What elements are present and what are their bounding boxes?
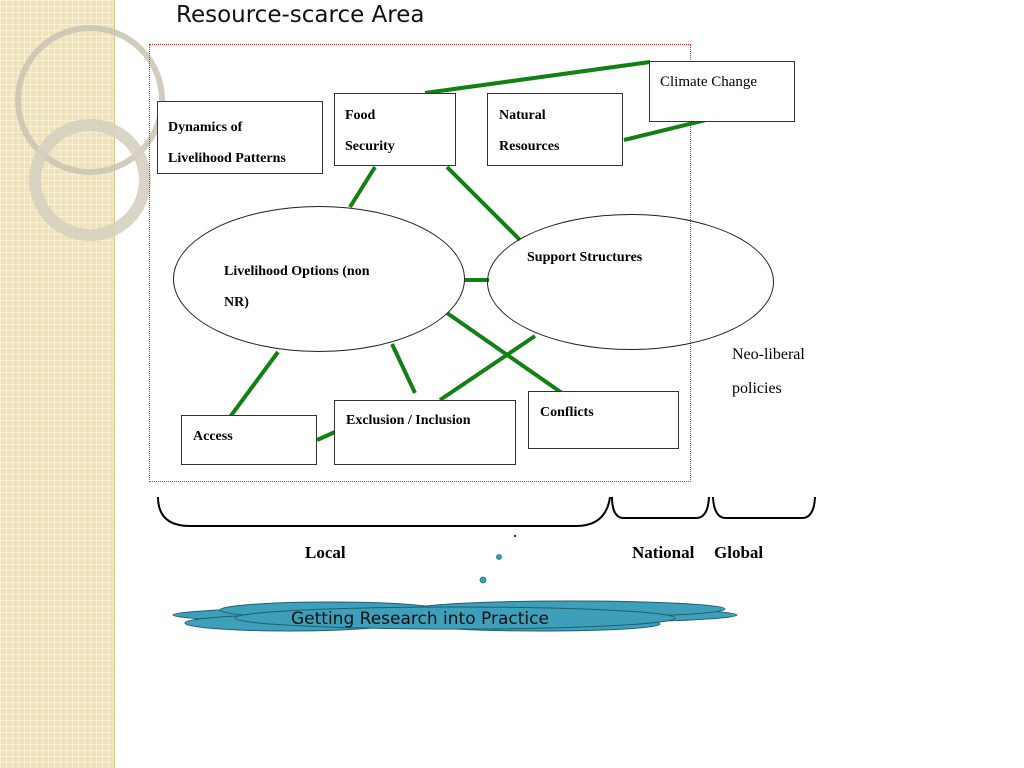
food-security-box: Food Security xyxy=(334,93,456,166)
conflicts-box: Conflicts xyxy=(528,391,679,449)
access-box: Access xyxy=(181,415,317,465)
connector-access-exclusion xyxy=(316,430,336,442)
thought-dot-large xyxy=(479,576,487,584)
exclusion-inclusion-box: Exclusion / Inclusion xyxy=(334,400,516,465)
connector-livelihood-conflicts xyxy=(445,311,564,395)
livelihood-options-label: Livelihood Options (non NR) xyxy=(224,264,370,310)
brace-national xyxy=(611,496,710,519)
connector-support-exclusion xyxy=(438,334,537,402)
natural-resources-box: Natural Resources xyxy=(487,93,623,166)
dynamics-of-livelihood-box: Dynamics of Livelihood Patterns xyxy=(157,101,323,174)
scale-label-local: Local xyxy=(305,543,346,562)
brace-global xyxy=(712,496,816,519)
brace-local xyxy=(157,496,611,527)
support-structures-label: Support Structures xyxy=(527,250,643,265)
connector-food-livelihood xyxy=(348,165,377,209)
research-cloud-shape xyxy=(172,600,738,632)
scale-label-global: Global xyxy=(714,543,764,562)
thought-dot-small xyxy=(513,534,517,538)
scale-label-national: National xyxy=(632,543,695,562)
connector-food-support xyxy=(445,165,522,242)
neo-liberal-policies-note: Neo-liberal policies xyxy=(732,346,805,397)
support-structures-ellipse xyxy=(487,214,774,350)
research-into-practice-text: Getting Research into Practice xyxy=(291,609,549,629)
livelihood-options-ellipse xyxy=(173,206,465,352)
connector-livelihood-access xyxy=(228,350,280,419)
climate-change-box: Climate Change xyxy=(649,61,795,122)
connector-livelihood-exclusion xyxy=(390,343,417,394)
connector-food-climate xyxy=(424,60,651,95)
thought-dot-medium xyxy=(496,554,502,560)
slide-title: Resource-scarce Area xyxy=(176,2,425,28)
